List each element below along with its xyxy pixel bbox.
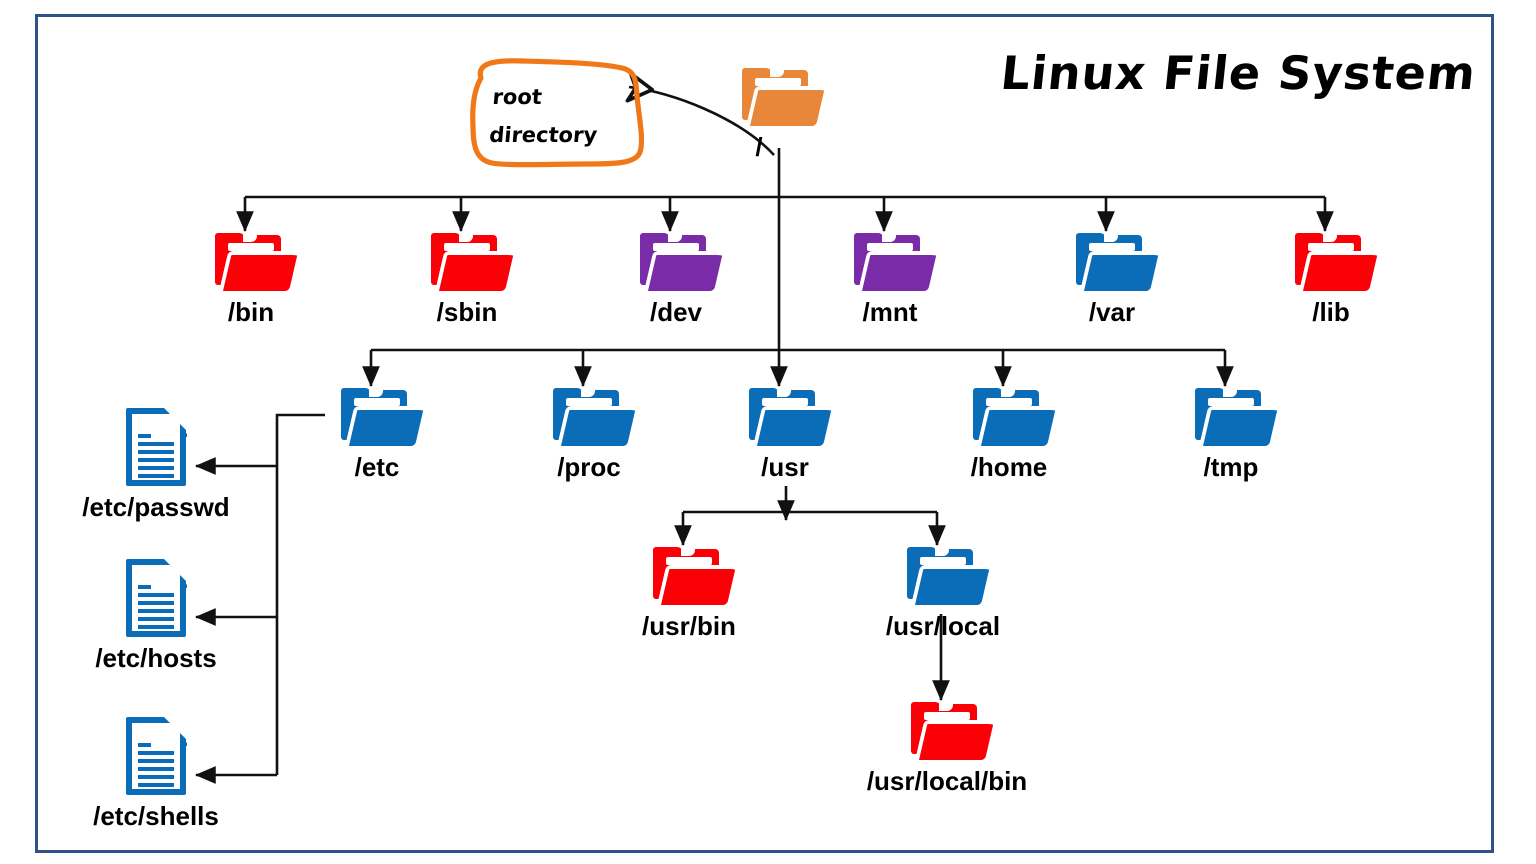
node-label: /lib: [1312, 297, 1350, 327]
node-label: /usr: [761, 452, 809, 482]
file-icon: [126, 559, 186, 637]
folder-icon: [213, 233, 299, 295]
file-icon: [126, 717, 186, 795]
folder-icon: [909, 702, 995, 764]
node-usr-bin[interactable]: /usr/bin: [604, 547, 774, 641]
node-label: /bin: [227, 297, 275, 327]
node-label: /home: [970, 452, 1048, 482]
node-label: /tmp: [1203, 452, 1259, 482]
node-root[interactable]: /: [693, 68, 863, 162]
folder-icon: [429, 233, 515, 295]
node-sbin[interactable]: /sbin: [382, 233, 552, 327]
node-label: /etc/hosts: [95, 643, 217, 673]
node-proc[interactable]: /proc: [504, 388, 674, 482]
folder-icon: [905, 547, 991, 609]
node-label: /var: [1088, 297, 1136, 327]
node-label: /dev: [649, 297, 703, 327]
node-label: /usr/bin: [642, 611, 736, 641]
node-label: /: [755, 132, 763, 162]
node-tmp[interactable]: /tmp: [1146, 388, 1316, 482]
node-home[interactable]: /home: [924, 388, 1094, 482]
root-directory-annotation: root directory: [473, 66, 658, 166]
node-label: /etc: [354, 452, 400, 482]
annotation-line-2: directory: [488, 123, 599, 147]
folder-icon: [651, 547, 737, 609]
node-etc-hosts[interactable]: /etc/hosts: [71, 559, 241, 673]
node-label: /etc/passwd: [82, 492, 230, 522]
folder-icon: [339, 388, 425, 450]
node-label: /proc: [557, 452, 621, 482]
folder-icon: [1193, 388, 1279, 450]
file-icon: [126, 408, 186, 486]
node-label: /usr/local: [885, 611, 1001, 641]
folder-icon: [638, 233, 724, 295]
folder-icon: [1074, 233, 1160, 295]
node-label: /sbin: [436, 297, 498, 327]
folder-icon: [740, 68, 826, 130]
node-etc-passwd[interactable]: /etc/passwd: [71, 408, 241, 522]
node-label: /etc/shells: [93, 801, 219, 831]
node-mnt[interactable]: /mnt: [805, 233, 975, 327]
folder-icon: [747, 388, 833, 450]
folder-icon: [852, 233, 938, 295]
page-title: Linux File System: [998, 46, 1479, 100]
node-label: /usr/local/bin: [866, 766, 1028, 796]
node-lib[interactable]: /lib: [1246, 233, 1416, 327]
node-etc[interactable]: /etc: [292, 388, 462, 482]
folder-icon: [971, 388, 1057, 450]
node-usr-local[interactable]: /usr/local: [858, 547, 1028, 641]
node-bin[interactable]: /bin: [166, 233, 336, 327]
node-usr[interactable]: /usr: [700, 388, 870, 482]
folder-icon: [1293, 233, 1379, 295]
node-usr-local-bin[interactable]: /usr/local/bin: [862, 702, 1032, 796]
annotation-line-1: root: [491, 85, 543, 109]
node-var[interactable]: /var: [1027, 233, 1197, 327]
node-etc-shells[interactable]: /etc/shells: [71, 717, 241, 831]
node-dev[interactable]: /dev: [591, 233, 761, 327]
node-label: /mnt: [862, 297, 918, 327]
folder-icon: [551, 388, 637, 450]
